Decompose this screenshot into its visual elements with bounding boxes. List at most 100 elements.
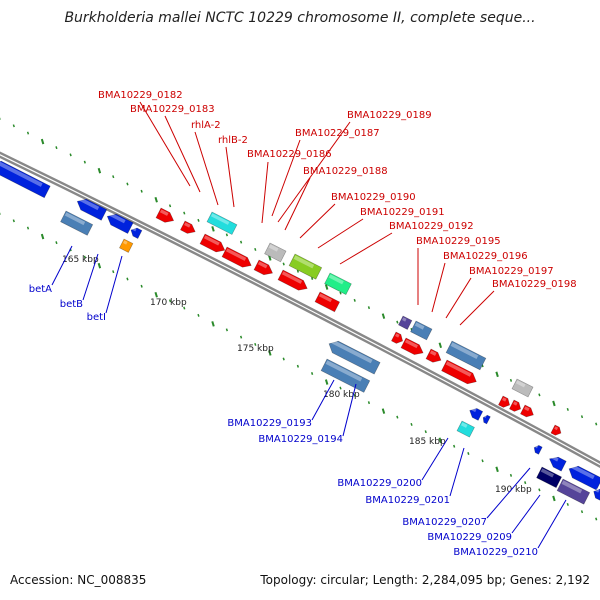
track-tick [154, 291, 158, 298]
gene-bma10229-0197-label: BMA10229_0197 [469, 266, 554, 277]
gene-beti-label: betI [87, 312, 106, 323]
feature-0190-shine [328, 274, 344, 285]
feature-0194 [320, 358, 371, 393]
track-tick [168, 299, 172, 303]
feature-betB-shine [78, 197, 100, 211]
track-tick [140, 189, 143, 193]
feature-0194-steel-shine [450, 342, 479, 359]
track-tick [225, 328, 228, 332]
feature-rhlA-shine [210, 213, 230, 225]
feature-betB-steel-shine [64, 212, 86, 226]
feature-0209 [556, 478, 591, 505]
gene-bma10229-0201-label: BMA10229_0201 [365, 495, 450, 506]
feature-0193-steel-shine [414, 322, 425, 330]
track-tick [566, 407, 569, 411]
track-tick [154, 196, 158, 203]
feature-0198c [520, 404, 534, 418]
track-tick [126, 277, 129, 281]
gene-bma10229-0189-label: BMA10229_0189 [347, 110, 432, 121]
feature-0207b-shine [550, 455, 559, 462]
feature-betA [0, 159, 51, 199]
feature-rhlB [199, 233, 226, 253]
track-tick [168, 204, 172, 208]
feature-0198d-shine [554, 426, 559, 431]
gene-bma10229-0183-leader [164, 115, 201, 193]
feature-0198c-shape [520, 404, 534, 418]
track-tick [538, 393, 541, 397]
track-tick [324, 284, 329, 290]
feature-0207-shine [540, 468, 555, 478]
gene-bma10229-0200-label: BMA10229_0200 [337, 478, 422, 489]
feature-0197 [441, 359, 477, 385]
gene-bma10229-0195-label: BMA10229_0195 [416, 236, 501, 247]
gene-bma10229-0193-leader [311, 379, 335, 421]
track-tick [339, 291, 342, 295]
feature-0210-shine [595, 488, 600, 493]
gene-bma10229-0207-leader [486, 467, 531, 519]
feature-0189-shape [288, 253, 323, 280]
track-tick [367, 401, 371, 405]
feature-rhlA [206, 211, 238, 235]
track-tick [495, 466, 499, 473]
track-tick [268, 350, 272, 356]
scale-label: 190 kbp [495, 485, 532, 495]
feature-0191 [314, 291, 341, 313]
feature-0190-shape [324, 272, 352, 295]
feature-0209a-shine [570, 464, 595, 480]
feature-0200b-shape [482, 414, 491, 425]
feature-rhlB-shine [203, 235, 220, 246]
feature-small1-shape [130, 227, 143, 239]
track-tick [197, 218, 200, 222]
track-tick [324, 379, 329, 385]
feature-0182-shape [155, 207, 175, 223]
feature-betI-shape [119, 238, 134, 253]
feature-betB-shape [76, 198, 108, 221]
gene-rhla-2-leader [194, 131, 219, 206]
feature-0197-shine [445, 361, 472, 377]
feature-0195-shine [404, 339, 419, 349]
feature-0182-shine [159, 209, 169, 216]
track-tick [97, 262, 102, 269]
track-tick [26, 131, 30, 135]
track-tick [538, 488, 541, 492]
track-tick [396, 415, 399, 419]
feature-0189-shine [293, 255, 315, 269]
feature-0195-shape [400, 337, 424, 355]
track-tick [509, 473, 513, 477]
track-tick [438, 437, 443, 444]
feature-betB2-shine [108, 212, 126, 224]
gene-bma10229-0182-label: BMA10229_0182 [98, 90, 183, 101]
feature-small1 [130, 227, 143, 239]
feature-0188-shine [281, 271, 303, 284]
feature-0201-shape [456, 420, 475, 438]
feature-0200-shape [469, 408, 484, 421]
feature-0210-shape [593, 488, 600, 501]
feature-0183-shape [180, 220, 196, 234]
feature-0200 [469, 407, 484, 421]
feature-0194-steel-shape [445, 340, 487, 371]
feature-0200b-shine [484, 415, 487, 419]
feature-0188-gray-shine [268, 244, 279, 252]
feature-0188-gray [264, 242, 287, 263]
feature-0198-gray-shine [515, 380, 526, 388]
feature-0186-shine [225, 248, 247, 261]
map-title: Burkholderia mallei NCTC 10229 chromosom… [64, 10, 536, 26]
gene-bma10229-0200-leader [421, 437, 449, 481]
track-tick [183, 306, 186, 310]
track-tick [296, 269, 300, 273]
chromosome-backbone-highlight [0, 154, 600, 466]
feature-0207a [533, 445, 543, 455]
track-tick [396, 320, 399, 324]
track-tick [211, 321, 215, 327]
gene-bma10229-0192-leader [339, 232, 393, 265]
feature-0191-shape [314, 291, 341, 313]
feature-0193-steel-shape [410, 320, 433, 341]
feature-betI-shine [123, 240, 128, 245]
track-tick [239, 240, 243, 244]
feature-rhlA-shape [206, 211, 238, 235]
track-tick [254, 342, 257, 346]
feature-0195a-shape [391, 331, 403, 344]
gene-bma10229-0194-label: BMA10229_0194 [258, 434, 343, 445]
track-tick [353, 393, 356, 397]
